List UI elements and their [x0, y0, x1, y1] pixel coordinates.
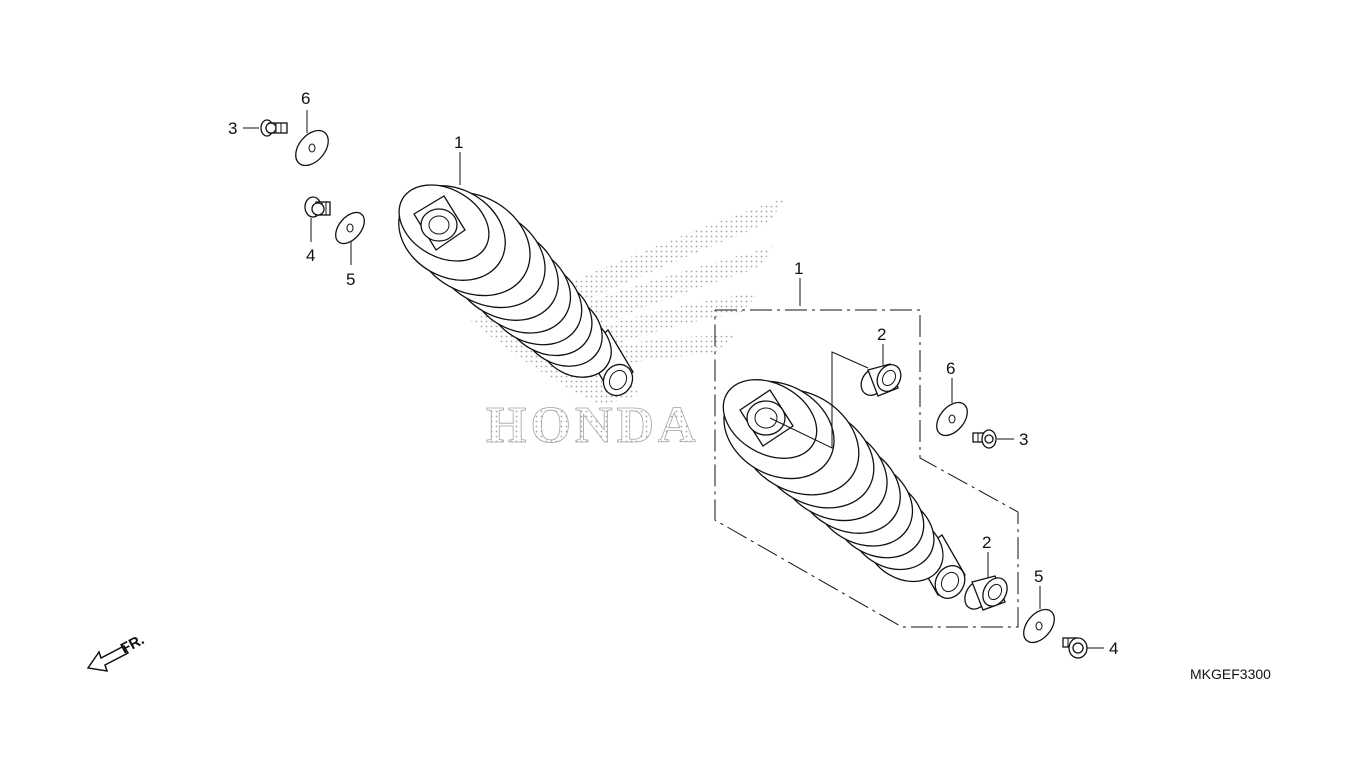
bushing-inset-leader	[769, 351, 869, 449]
left-upper-bolt	[260, 119, 288, 137]
front-direction-indicator: FR.	[86, 631, 147, 672]
callout-right-shock: 1	[794, 259, 803, 278]
callout-left-washer-lower: 5	[346, 270, 355, 289]
left-shock-top-mount	[398, 184, 506, 281]
callout-right-bushing-upper: 2	[877, 325, 886, 344]
callout-left-shock: 1	[454, 133, 463, 152]
left-upper-washer	[295, 129, 329, 167]
left-lower-washer	[335, 211, 365, 245]
callout-left-bolt-upper: 3	[228, 119, 237, 138]
callout-right-bolt-upper: 3	[1019, 430, 1028, 449]
right-lower-bolt	[1062, 637, 1088, 659]
right-upper-washer	[936, 401, 968, 437]
leader-lines	[243, 110, 1104, 649]
callout-right-bolt-lower: 4	[1109, 639, 1118, 658]
left-lower-bolt	[304, 196, 331, 218]
left-shock-absorber	[398, 184, 634, 397]
right-lower-washer	[1023, 608, 1055, 644]
right-upper-bushing	[860, 363, 902, 397]
right-lower-bushing	[964, 575, 1008, 611]
callout-left-washer-upper: 6	[301, 89, 310, 108]
diagram-code: MKGEF3300	[1190, 666, 1271, 682]
callout-right-washer-upper: 6	[946, 359, 955, 378]
right-assembly-boundary	[714, 309, 1019, 628]
right-upper-bolt	[972, 429, 997, 449]
front-arrow-icon	[86, 645, 130, 672]
callout-left-bolt-lower: 4	[306, 246, 315, 265]
right-shock-absorber	[722, 379, 966, 599]
callout-right-washer-lower: 5	[1034, 567, 1043, 586]
right-shock-top-mount	[722, 379, 835, 480]
brand-text: HONDA	[486, 397, 700, 454]
callout-right-bushing-lower: 2	[982, 533, 991, 552]
